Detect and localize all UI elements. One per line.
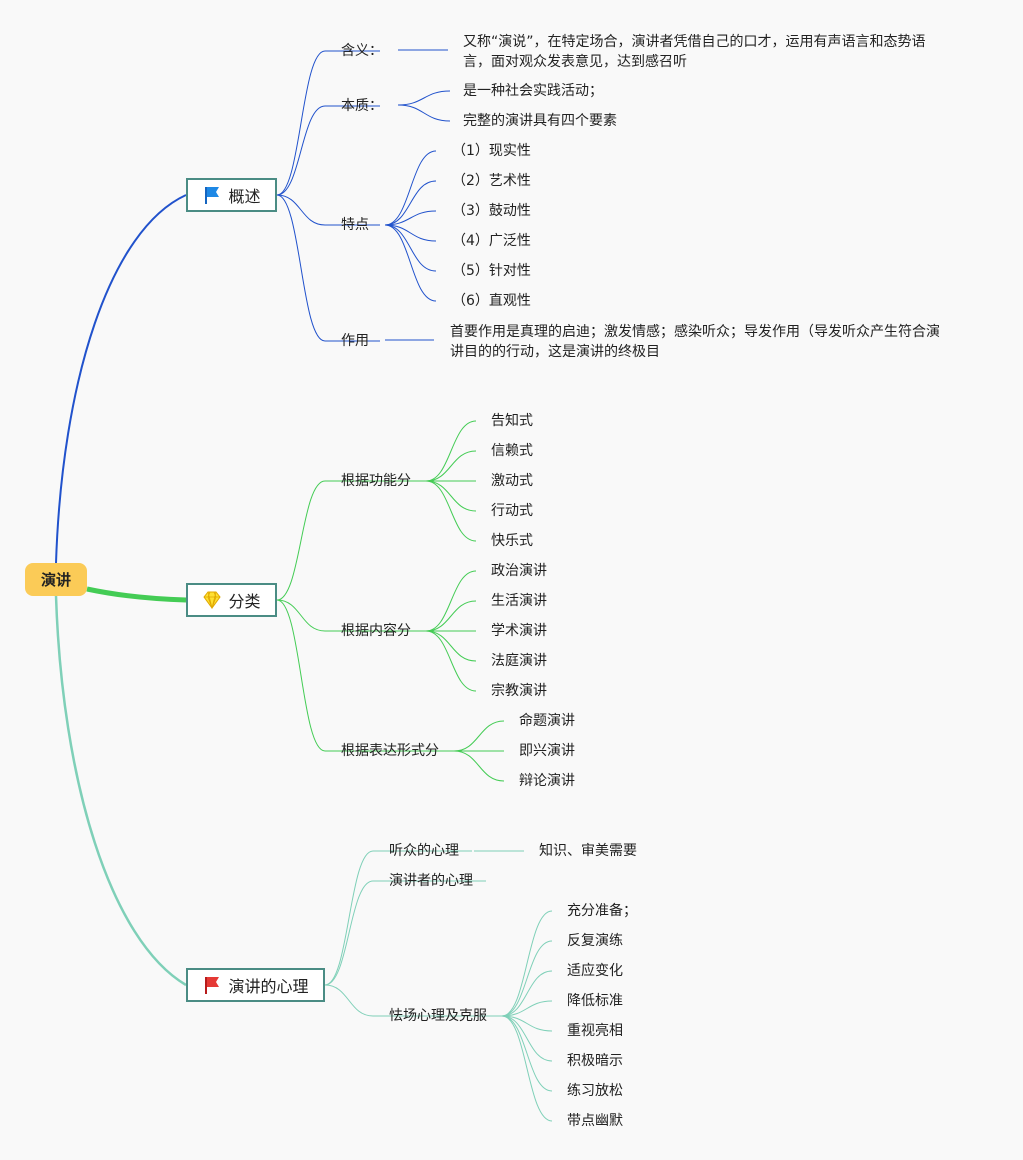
fright-item[interactable]: 适应变化 [567,963,623,979]
feature-item[interactable]: （2）艺术性 [452,173,531,189]
fright-item[interactable]: 练习放松 [567,1083,623,1099]
leaf-connector [501,1015,553,1062]
class-item[interactable]: 信赖式 [491,443,533,459]
leaf-connector [453,750,505,782]
branch-connector [276,599,326,752]
leaf-connector [425,420,477,482]
node-by-content[interactable]: 根据内容分 [341,623,411,639]
leaf-connector [425,480,477,512]
leaf-connector [384,180,437,226]
class-item[interactable]: 生活演讲 [491,593,547,609]
fright-item[interactable]: 积极暗示 [567,1053,623,1069]
leaf-connector [501,1000,553,1017]
class-item[interactable]: 即兴演讲 [519,743,575,759]
branch-connector [276,480,326,601]
leaf-connector [425,480,477,542]
branch-connector [324,850,374,986]
node-meaning-text[interactable]: 又称“演说”，在特定场合，演讲者凭借自己的口才，运用有声语言和态势语言，面对观众… [463,34,926,70]
class-item[interactable]: 命题演讲 [519,713,575,729]
leaf-connector [384,224,437,272]
feature-item[interactable]: （4）广泛性 [452,233,531,249]
branch-connector [276,194,326,342]
branch-connector [324,984,374,1017]
node-essence-1[interactable]: 是一种社会实践活动； [463,83,603,99]
node-features[interactable]: 特点 [341,217,369,233]
node-essence[interactable]: 本质： [341,98,383,114]
fright-item[interactable]: 带点幽默 [567,1113,623,1129]
node-audience-needs[interactable]: 知识、审美需要 [539,843,637,859]
fright-item[interactable]: 反复演练 [567,933,623,949]
node-by-form[interactable]: 根据表达形式分 [341,743,439,759]
leaf-connector [501,970,553,1017]
feature-item[interactable]: （6）直观性 [452,293,531,309]
leaf-connector [384,150,437,226]
feature-item[interactable]: （1）现实性 [452,143,531,159]
feature-item[interactable]: （3）鼓动性 [452,203,531,219]
root-connector-overview [55,194,187,564]
node-stage-fright[interactable]: 怯场心理及克服 [389,1008,487,1024]
node-essence-2[interactable]: 完整的演讲具有四个要素 [463,113,617,129]
branch-connector [324,880,374,986]
node-by-function[interactable]: 根据功能分 [341,473,411,489]
branch-connector [276,50,326,196]
fright-item[interactable]: 降低标准 [567,993,623,1009]
branch-label: 分类 [228,592,261,611]
node-function[interactable]: 作用 [341,333,369,349]
leaf-connector [425,600,477,632]
node-audience-psychology[interactable]: 听众的心理 [389,843,459,859]
class-item[interactable]: 辩论演讲 [519,773,575,789]
leaf-connector [501,910,553,1017]
root-node[interactable]: 演讲 [25,563,87,596]
branch-connector [276,599,326,632]
branch-connector [276,105,326,196]
leaf-connector [425,450,477,482]
leaf-connector [384,224,437,242]
branch-node-psychology[interactable]: 演讲的心理 [186,968,325,1002]
class-item[interactable]: 激动式 [491,473,533,489]
branch-connector [276,194,326,226]
class-item[interactable]: 快乐式 [491,533,533,549]
class-item[interactable]: 行动式 [491,503,533,519]
fright-item[interactable]: 重视亮相 [567,1023,623,1039]
leaf-connector [425,630,477,662]
leaf-connector [501,1015,553,1032]
leaf-connector [501,940,553,1017]
node-speaker-psychology[interactable]: 演讲者的心理 [389,873,473,889]
leaf-connector [397,104,451,122]
root-connector-psychology [54,595,187,987]
leaf-connector [501,1015,553,1122]
flag-icon [202,975,222,995]
branch-node-classification[interactable]: 分类 [186,583,277,617]
leaf-connector [384,210,437,226]
diamond-icon [202,590,222,610]
class-item[interactable]: 学术演讲 [491,623,547,639]
leaf-connector [384,224,437,302]
class-item[interactable]: 政治演讲 [491,563,547,579]
class-item[interactable]: 法庭演讲 [491,653,547,669]
feature-item[interactable]: （5）针对性 [452,263,531,279]
branch-label: 演讲的心理 [228,977,309,996]
class-item[interactable]: 告知式 [491,413,533,429]
leaf-connector [501,1015,553,1092]
branch-node-overview[interactable]: 概述 [186,178,277,212]
leaf-connector [397,90,451,106]
node-function-text[interactable]: 首要作用是真理的启迪；激发情感；感染听众；导发作用（导发听众产生符合演讲目的的行… [450,324,940,360]
leaf-connector [425,630,477,692]
fright-item[interactable]: 充分准备； [567,903,637,919]
leaf-connector [425,570,477,632]
leaf-connector [453,720,505,752]
node-meaning[interactable]: 含义： [341,43,383,59]
flag-icon [202,185,222,205]
class-item[interactable]: 宗教演讲 [491,683,547,699]
branch-label: 概述 [228,187,261,206]
root-connector-classification [86,586,187,603]
